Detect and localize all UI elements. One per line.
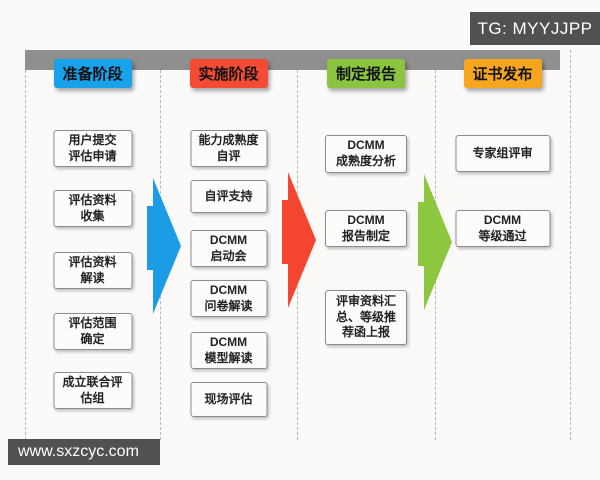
phase-column-report: 制定报告 DCMM 成熟度分析 DCMM 报告制定 评审资料汇 总、等级推 荐函… — [297, 0, 435, 480]
phase-header-preparation: 准备阶段 — [53, 59, 132, 88]
arrow-right-icon — [147, 178, 181, 314]
phase-column-preparation: 准备阶段 用户提交 评估申请 评估资料 收集 评估资料 解读 评估范围 确定 成… — [25, 0, 160, 480]
phase-column-implementation: 实施阶段 能力成熟度 自评 自评支持 DCMM 启动会 DCMM 问卷解读 DC… — [160, 0, 297, 480]
flow-step: DCMM 等级通过 — [455, 210, 550, 248]
flow-step: 评审资料汇 总、等级推 荐函上报 — [325, 290, 407, 345]
flow-step: 用户提交 评估申请 — [53, 130, 132, 168]
flow-step: DCMM 问卷解读 — [190, 280, 267, 318]
phase-header-certificate: 证书发布 — [463, 59, 542, 88]
phase-column-certificate: 证书发布 专家组评审 DCMM 等级通过 — [435, 0, 570, 480]
flow-step: DCMM 启动会 — [190, 230, 267, 268]
arrow-right-icon — [418, 174, 452, 310]
flow-step: 能力成熟度 自评 — [190, 130, 267, 168]
flow-step: 专家组评审 — [455, 135, 550, 172]
flow-step: 评估资料 收集 — [53, 190, 132, 228]
flow-step: 成立联合评 估组 — [53, 372, 132, 410]
arrow-right-icon — [282, 172, 316, 308]
flow-step: DCMM 报告制定 — [325, 210, 407, 248]
flow-step: 自评支持 — [190, 180, 267, 213]
header-band — [25, 50, 560, 70]
phase-header-implementation: 实施阶段 — [189, 59, 268, 88]
flow-step: 现场评估 — [190, 382, 267, 417]
flow-step: 评估资料 解读 — [53, 252, 132, 290]
site-watermark-badge: www.sxzcyc.com — [8, 439, 160, 465]
flow-step: DCMM 模型解读 — [190, 332, 267, 370]
flow-step: DCMM 成熟度分析 — [325, 135, 407, 173]
column-separator-line — [25, 50, 26, 440]
tg-watermark-badge: TG: MYYJJPP — [470, 12, 600, 45]
column-separator-line — [570, 50, 571, 440]
phase-header-report: 制定报告 — [327, 59, 405, 88]
flow-step: 评估范围 确定 — [53, 313, 132, 351]
